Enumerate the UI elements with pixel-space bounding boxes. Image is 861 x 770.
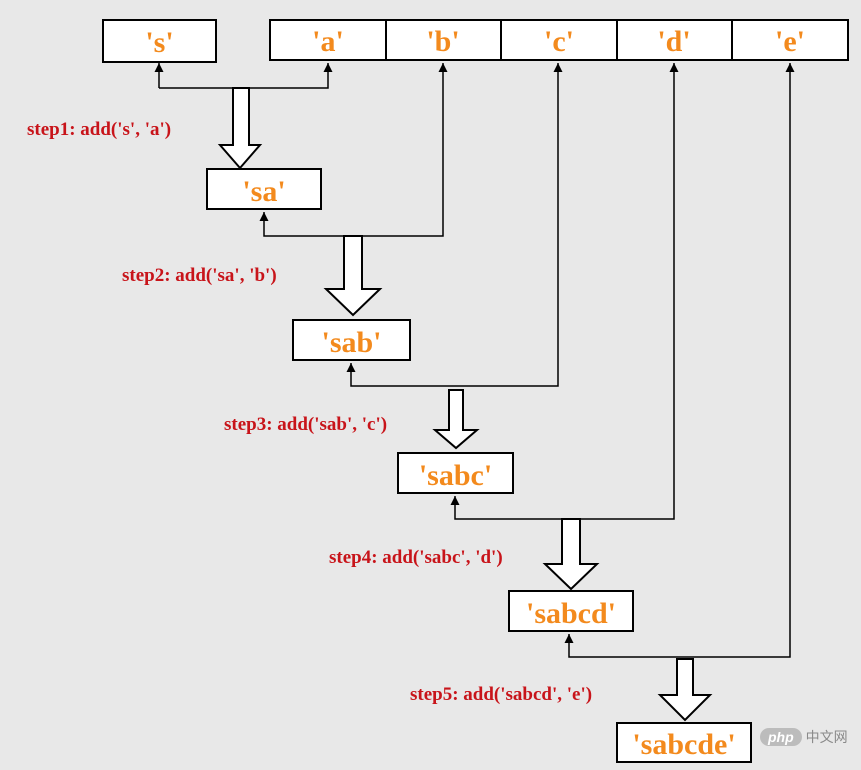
php-logo: php xyxy=(760,728,802,746)
box-sab: 'sab' xyxy=(292,319,411,361)
step3-label: step3: add('sab', 'c') xyxy=(224,414,387,435)
step4-label: step4: add('sabc', 'd') xyxy=(329,547,503,568)
box-b-label: 'b' xyxy=(426,25,459,58)
box-d-label: 'd' xyxy=(657,25,690,58)
box-a-label: 'a' xyxy=(312,25,344,58)
step2-label: step2: add('sa', 'b') xyxy=(122,265,277,286)
hollow-arrow-step4 xyxy=(542,518,600,591)
box-sabcde: 'sabcde' xyxy=(616,722,752,763)
box-c-label: 'c' xyxy=(544,25,574,58)
hollow-arrow-step5 xyxy=(657,658,713,722)
char-row: 'a' 'b' 'c' 'd' 'e' xyxy=(269,19,849,61)
watermark: php 中文网 xyxy=(760,726,848,748)
box-sabcd-label: 'sabcd' xyxy=(526,597,616,630)
step1-label: step1: add('s', 'a') xyxy=(27,119,171,140)
watermark-text: 中文网 xyxy=(805,730,848,746)
box-s: 's' xyxy=(102,19,217,63)
connector-step1 xyxy=(154,63,333,89)
connector-step5 xyxy=(564,63,795,658)
box-sa: 'sa' xyxy=(206,168,322,210)
box-s-label: 's' xyxy=(145,26,173,59)
box-sab-label: 'sab' xyxy=(321,326,381,359)
hollow-arrow-step2 xyxy=(323,235,383,317)
box-sabcd: 'sabcd' xyxy=(508,590,634,632)
box-sa-label: 'sa' xyxy=(242,175,285,208)
connector-step2 xyxy=(259,63,448,237)
box-sabc-label: 'sabc' xyxy=(419,459,492,492)
box-sabc: 'sabc' xyxy=(397,452,514,494)
box-sabcde-label: 'sabcde' xyxy=(632,728,735,761)
hollow-arrow-step1 xyxy=(217,87,263,170)
box-e-label: 'e' xyxy=(775,25,805,58)
step5-label: step5: add('sabcd', 'e') xyxy=(410,684,592,705)
connector-step4 xyxy=(450,63,679,520)
hollow-arrow-step3 xyxy=(432,389,480,450)
